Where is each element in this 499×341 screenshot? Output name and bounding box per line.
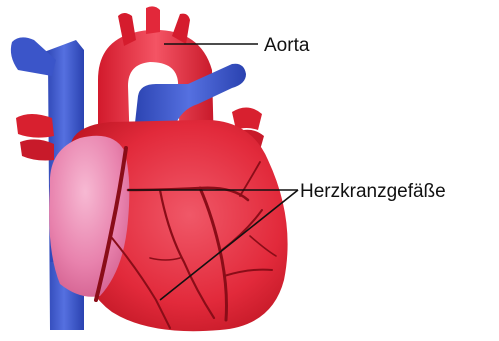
pulmonary-veins-left [16,114,54,161]
aorta-label: Aorta [264,35,310,56]
coronary-vessels-label: Herzkranzgefäße [300,181,446,202]
